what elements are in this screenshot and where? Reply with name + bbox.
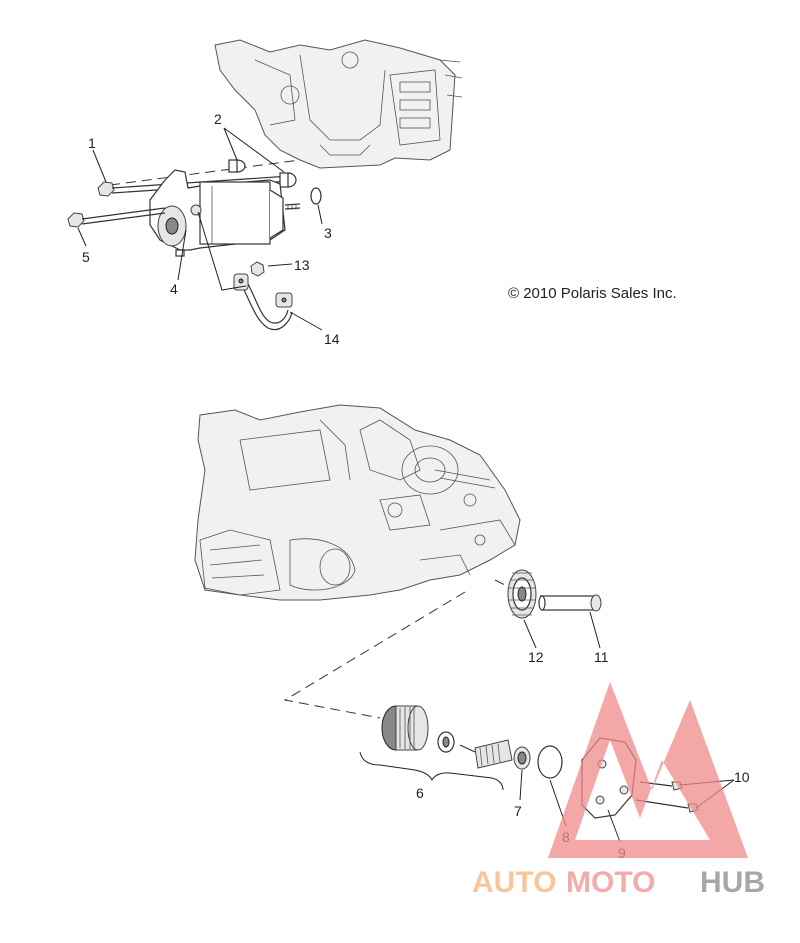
callout-12: 12: [528, 649, 544, 665]
o-ring-3: [310, 187, 322, 205]
callout-5: 5: [82, 249, 90, 265]
callout-4: 4: [170, 281, 178, 297]
battery-cable-14: [233, 273, 293, 331]
engine-block-bottom: [194, 404, 521, 601]
callout-10: 10: [734, 769, 750, 785]
callout-11: 11: [594, 649, 609, 665]
watermark-hub: HUB: [700, 866, 765, 899]
starter-gear-12: [507, 569, 537, 619]
bearing-7: [513, 746, 531, 770]
callout-13: 13: [294, 257, 310, 273]
watermark-triangle-icon: [548, 682, 748, 858]
alignment-line-bottom: [283, 591, 466, 719]
leader-lines-top: [77, 127, 323, 331]
watermark-moto: MOTO: [566, 866, 655, 899]
o-ring-8: [537, 745, 563, 779]
nut-13: [250, 261, 265, 277]
callout-1: 1: [88, 135, 96, 151]
callout-3: 3: [324, 225, 332, 241]
watermark-logo: AUTO MOTO HUB: [472, 682, 765, 899]
bushings-2: [228, 159, 297, 188]
callout-2: 2: [214, 111, 222, 127]
gear-shaft-11: [538, 594, 602, 612]
starter-motor-4: [149, 169, 301, 257]
bolt-5: [67, 207, 166, 228]
copyright-notice: © 2010 Polaris Sales Inc.: [508, 285, 677, 302]
callout-14: 14: [324, 331, 340, 347]
callout-6: 6: [416, 785, 424, 801]
watermark-auto: AUTO: [472, 866, 556, 899]
callout-7: 7: [514, 803, 522, 819]
starter-drive-assembly-6: [381, 705, 513, 769]
bracket-6: [359, 751, 504, 791]
engine-block-top: [214, 39, 463, 169]
